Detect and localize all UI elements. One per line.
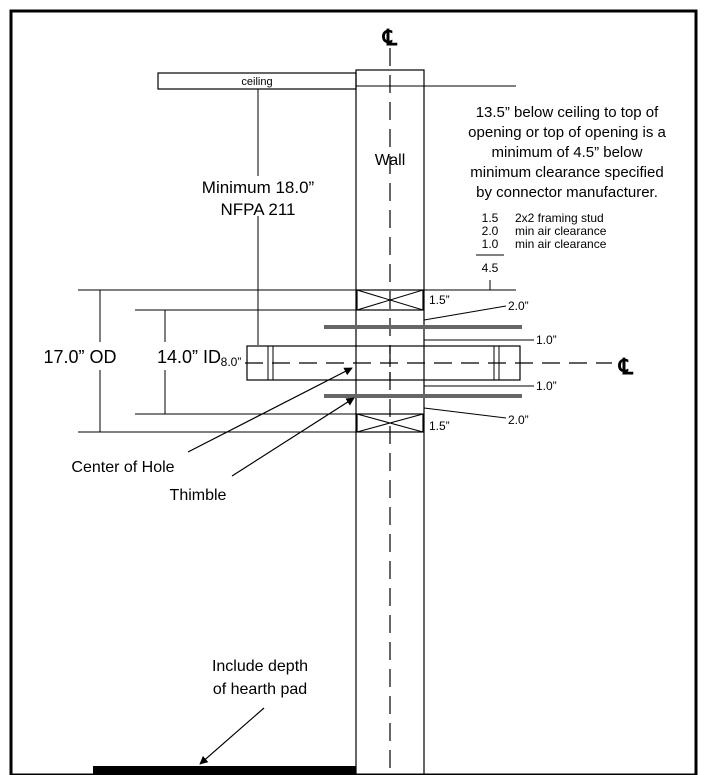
hearth-label-1: Include depth xyxy=(212,658,308,675)
breakdown-text-1: 2x2 framing stud xyxy=(515,211,604,225)
od-label: 17.0” OD xyxy=(43,347,116,367)
dim-air-bottom: 2.0” xyxy=(508,413,529,427)
dim-stud-bottom: 1.5” xyxy=(429,419,450,433)
clearance-note: 13.5” below ceiling to top of opening or… xyxy=(468,104,666,201)
breakdown-total: 4.5 xyxy=(482,261,499,275)
nfpa-label: NFPA 211 xyxy=(221,200,296,219)
breakdown-value-3: 1.0 xyxy=(482,237,499,251)
note-line-2: opening or top of opening is a xyxy=(468,124,666,141)
ceiling-label: ceiling xyxy=(241,76,272,88)
note-line-1: 13.5” below ceiling to top of xyxy=(476,104,659,121)
dim-gap-bottom: 1.0” xyxy=(536,379,557,393)
centerline-symbol-vertical: ℄ xyxy=(382,25,398,50)
minimum-height-dimension: Minimum 18.0” NFPA 211 xyxy=(202,89,315,345)
dim-gap-top: 1.0” xyxy=(536,333,557,347)
thimble-arrow xyxy=(231,397,355,477)
note-line-4: minimum clearance specified xyxy=(470,164,663,181)
breakdown-value-1: 1.5 xyxy=(482,211,499,225)
centerline-symbol-horizontal: ℄ xyxy=(618,354,634,379)
thimble-plate-bottom xyxy=(324,394,522,398)
hearth-pad xyxy=(93,766,356,775)
breakdown-value-2: 2.0 xyxy=(482,224,499,238)
wall: Wall xyxy=(355,48,425,775)
center-of-hole-label: Center of Hole xyxy=(71,459,174,476)
id-dimension: 14.0” ID xyxy=(157,310,221,414)
breakdown-text-2: min air clearance xyxy=(515,224,607,238)
hearth-label-2: of hearth pad xyxy=(213,681,307,698)
framing-stud-bottom xyxy=(356,413,424,433)
hearth-arrow xyxy=(199,707,265,765)
reference-lines xyxy=(78,289,516,433)
center-of-hole-arrow xyxy=(187,367,353,453)
ceiling: ceiling xyxy=(157,72,516,90)
wall-label: Wall xyxy=(375,152,406,169)
id-label: 14.0” ID xyxy=(157,347,221,367)
dim-stud-top: 1.5” xyxy=(429,293,450,307)
pipe-diameter-label: 8.0” xyxy=(221,355,242,369)
breakdown-text-3: min air clearance xyxy=(515,237,607,251)
thimble-label: Thimble xyxy=(170,487,227,504)
framing-stud-top xyxy=(356,289,424,311)
note-line-5: by connector manufacturer. xyxy=(476,184,658,201)
note-line-3: minimum of 4.5” below xyxy=(492,144,643,161)
thimble-plate-top xyxy=(324,325,522,329)
clearance-breakdown: 1.5 2x2 framing stud 2.0 min air clearan… xyxy=(476,211,607,290)
min-height-label: Minimum 18.0” xyxy=(202,178,315,197)
dim-air-top: 2.0” xyxy=(508,299,529,313)
diagram-frame xyxy=(9,9,698,775)
od-dimension: 17.0” OD xyxy=(43,290,117,432)
